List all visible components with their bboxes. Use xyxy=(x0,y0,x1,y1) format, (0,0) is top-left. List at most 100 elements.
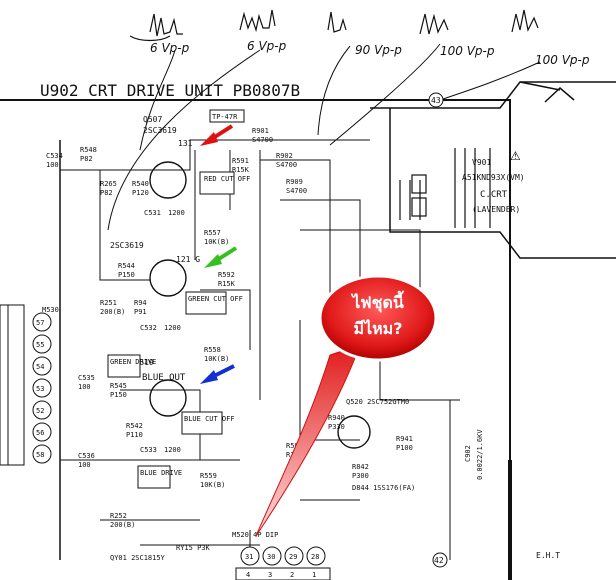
r94: R94 xyxy=(134,299,147,307)
r544: R544 xyxy=(118,262,135,270)
r544-val: P150 xyxy=(118,271,135,279)
r940: R940 xyxy=(328,414,345,422)
q508-part: 2SC3619 xyxy=(110,241,144,250)
r557: R557 xyxy=(204,229,221,237)
r542: R542 xyxy=(126,422,143,430)
blue-cutoff: BLUE CUT OFF xyxy=(184,415,235,423)
c534-val: 100 xyxy=(46,161,59,169)
bpin-1: 1 xyxy=(312,571,316,579)
bubble-line-1: ไฟชุดนี้ xyxy=(350,290,404,313)
c536-val: 100 xyxy=(78,461,91,469)
blocks xyxy=(107,171,235,489)
wave-leaders xyxy=(107,43,541,231)
bpin-3: 3 xyxy=(268,571,272,579)
r545: R545 xyxy=(110,382,127,390)
tp-box xyxy=(209,109,245,123)
r545-val: P150 xyxy=(110,391,127,399)
c533-val: 1200 xyxy=(164,446,181,454)
c535-val: 100 xyxy=(78,383,91,391)
c532: C532 xyxy=(140,324,157,332)
red-cutoff: RED CUT OFF xyxy=(204,175,250,183)
r252: R252 xyxy=(110,512,127,520)
r252-val: 200(B) xyxy=(110,521,135,529)
c535: C535 xyxy=(78,374,95,382)
r558: R558 xyxy=(204,346,221,354)
r902: R902 xyxy=(276,152,293,160)
r542-val: P110 xyxy=(126,431,143,439)
bpin-2: 2 xyxy=(290,571,294,579)
q520-label: Q520 2SC752GTM0 xyxy=(346,398,409,406)
pin-54: 54 xyxy=(36,363,44,371)
wave-label-4: 100 Vp-p xyxy=(440,44,495,58)
r842: R842 xyxy=(352,463,369,471)
r591-val: R15K xyxy=(232,166,250,174)
q507-part: 2SC3619 xyxy=(143,126,177,135)
ry15-label: RY15 P3K xyxy=(176,544,211,552)
r592-val: R15K xyxy=(218,280,236,288)
q507-ref: Q507 xyxy=(143,115,162,124)
r251: R251 xyxy=(100,299,117,307)
r901: R901 xyxy=(252,127,269,135)
qy01-label: QY01 2SC1815Y xyxy=(110,554,166,562)
wave-label-2: 6 Vp-p xyxy=(247,39,287,53)
pin-29: 29 xyxy=(289,553,297,561)
node-42 xyxy=(432,552,448,568)
crt-type: C.CRT xyxy=(480,190,508,200)
node-43-label: 43 xyxy=(431,96,441,105)
pin-57: 57 xyxy=(36,319,44,327)
m530-label: M530 xyxy=(42,306,59,314)
tp-label: TP-47R xyxy=(212,113,238,121)
bottom-connector xyxy=(235,546,331,580)
diagram-title: U902 CRT DRIVE UNIT PB0807B xyxy=(40,81,300,100)
pin-55: 55 xyxy=(36,341,44,349)
eht-label: E.H.T xyxy=(536,551,560,560)
r558-val: 10K(B) xyxy=(204,355,229,363)
warning-icon: ⚠ xyxy=(510,149,521,163)
r592: R592 xyxy=(218,271,235,279)
question-bubble: ไฟชุดนี้ มีไหม? xyxy=(255,274,438,537)
d844-label: D844 1SS176(FA) xyxy=(352,484,415,492)
wave-label-1: 6 Vp-p xyxy=(150,41,190,55)
c531-val: 1200 xyxy=(168,209,185,217)
crt-color: (LAVENDER) xyxy=(472,205,520,214)
q507-code: 131 xyxy=(178,139,193,148)
node-43 xyxy=(428,92,444,108)
r593: R593 xyxy=(286,442,303,450)
waveforms xyxy=(129,9,539,42)
crt-outline xyxy=(370,81,616,259)
r265: R265 xyxy=(100,180,117,188)
crt-part: A51KND93X(VM) xyxy=(462,173,525,182)
r557-val: 10K(B) xyxy=(204,238,229,246)
pin-53: 53 xyxy=(36,385,44,393)
r941: R941 xyxy=(396,435,413,443)
pin-30: 30 xyxy=(267,553,275,561)
crt-ref: V901 xyxy=(472,158,491,167)
r909: R909 xyxy=(286,178,303,186)
r559-val: 10K(B) xyxy=(200,481,225,489)
c902-val: 0.0022/1.6KV xyxy=(476,429,484,480)
wave-label-3: 90 Vp-p xyxy=(355,43,402,57)
q509-blue-out: BLUE OUT xyxy=(142,373,186,383)
transistors xyxy=(149,161,371,449)
r901-val: S4700 xyxy=(252,136,273,144)
green-drive: GREEN DRIVE xyxy=(110,358,156,366)
c902: C902 xyxy=(464,445,472,462)
blue-drive: BLUE DRIVE xyxy=(140,469,182,477)
r559: R559 xyxy=(200,472,217,480)
q508-code: 121 G xyxy=(176,255,200,264)
c533: C533 xyxy=(140,446,157,454)
r540-val: P120 xyxy=(132,189,149,197)
red-arrow-icon xyxy=(200,124,234,146)
r941-val: P100 xyxy=(396,444,413,452)
m520-label: M520 4P DIP xyxy=(232,531,278,539)
bubble-line-2: มีไหม? xyxy=(354,319,403,338)
frame xyxy=(0,99,512,580)
wave-label-5: 100 Vp-p xyxy=(535,53,590,67)
pin-31: 31 xyxy=(245,553,253,561)
r265-val: P82 xyxy=(100,189,113,197)
pin-58: 58 xyxy=(36,451,44,459)
node-42-label: 42 xyxy=(434,556,444,565)
blue-arrow-icon xyxy=(200,364,235,384)
